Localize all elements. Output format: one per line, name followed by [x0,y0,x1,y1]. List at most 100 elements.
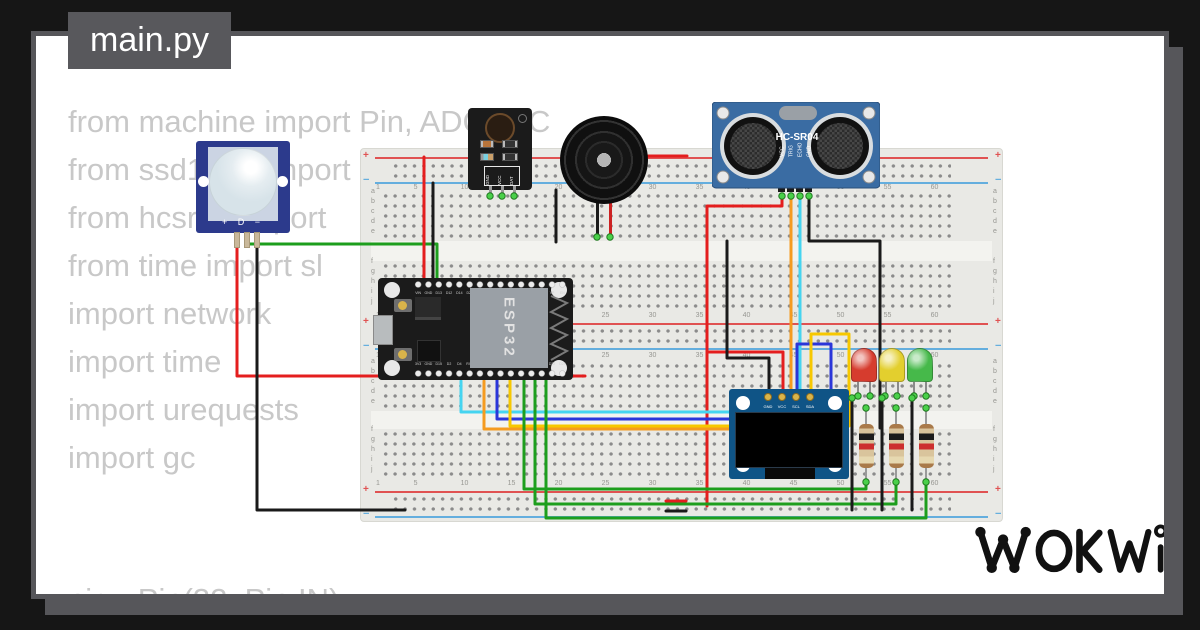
buzzer-leg-negative [596,200,599,238]
led-bulb [907,348,933,382]
oled-pin [792,393,800,401]
pir-pin-labels: + D − [221,217,264,227]
rail-minus-sign: − [363,340,370,352]
resistor[interactable] [888,408,904,482]
esp32-devkit-board[interactable]: VINGNDD13D12D14D27D26D25D33D32D35D34VNVP… [373,278,573,380]
esp32-pin-label: RX2 [465,362,475,366]
antenna-icon [548,295,570,361]
ground-rail-line [375,182,988,184]
led-red[interactable] [851,348,877,396]
esp32-pin-label: VIN [415,291,422,295]
voltage-regulator [415,297,441,320]
hc-sr04-pin-label: VCC [780,146,786,157]
pin-row-top [413,280,569,289]
hc-sr04-label: HC-SR04 [776,132,819,143]
power-rail-line [375,157,988,159]
wokwi-logo: WOKWI [971,518,1164,585]
oled-pin-label: VCC [777,404,787,409]
oled-screen [735,412,843,468]
esp32-pin-label: D22 [548,362,556,366]
esp32-module-label: ESP32 [500,297,518,359]
led-green[interactable] [907,348,933,396]
rail-plus-sign: + [995,150,1001,161]
hc-sr04-pin-label: ECHO [798,142,804,157]
pir-leg [244,232,250,248]
ssd1306-oled-display[interactable]: GND VCC SCL SDA [729,389,849,479]
screw-hole [862,106,876,120]
module-leg [501,186,504,196]
esp32-pin-label: D27 [465,291,475,295]
esp32-pin-label: D15 [435,362,442,366]
center-channel [371,241,992,261]
pin-row-bottom [413,369,569,378]
rail-plus-sign: + [995,316,1001,327]
file-tab-label: main.py [90,21,210,59]
code-line: import urequests [68,392,299,427]
esp32-pin-label: D14 [456,291,463,295]
pir-leg [254,232,260,248]
esp32-pin-label: D13 [435,291,442,295]
led-leg [869,382,871,396]
led-yellow[interactable] [879,348,905,396]
esp32-pin-label: EN [559,291,565,295]
code-line-cropped: pir = Pin(32, Pin.IN) [68,580,339,594]
esp32-pin-label: D23 [559,362,566,366]
hc-sr04-pin-label: TRIG [789,145,795,157]
screw-hole [716,170,730,184]
led-leg [857,382,859,396]
file-tab[interactable]: main.py [68,12,232,69]
oled-pin [764,393,772,401]
crystal-oscillator [779,106,817,120]
code-line: from time import sl [68,248,323,283]
boot-button[interactable] [394,348,412,361]
led-leg [885,382,887,396]
pin-header [484,166,520,186]
rail-plus-sign: + [363,316,369,327]
code-line: import gc [68,440,196,475]
oled-pin [806,393,814,401]
smd-resistor [502,153,518,161]
mounting-hole [384,360,400,376]
smd-resistor [480,140,494,148]
rail-plus-sign: + [995,484,1001,495]
module-pin-label: DAT [509,176,514,185]
rail-minus-sign: − [363,174,370,186]
oled-pin-label: GND [763,404,773,409]
sensor-icon [518,114,527,123]
resistor-body [858,424,874,468]
oled-pin [778,393,786,401]
rail-plus-sign: + [363,484,369,495]
esp32-pin-label: D2 [446,362,452,366]
en-button[interactable] [394,299,412,312]
rail-holes [391,494,951,514]
hc-sr04-pin-label: GND [807,146,813,158]
resistor-body [918,424,934,468]
transducer-left [720,113,786,179]
piezo-buzzer[interactable] [560,116,648,204]
buzzer-leg-positive [609,200,612,238]
rail-minus-sign: − [995,340,1002,352]
usb-uart-chip [417,340,441,362]
mounting-hole [736,396,750,410]
resistor[interactable] [858,408,874,482]
ground-rail-line [375,516,988,518]
rail-plus-sign: + [363,150,369,161]
led-leg [913,382,915,396]
resistor[interactable] [918,408,934,482]
oled-pin-label: SDA [805,404,815,409]
oled-pin-label: SCL [792,404,800,409]
led-bulb [879,348,905,382]
mounting-hole [384,282,400,298]
led-leg [925,382,927,396]
led-bulb [851,348,877,382]
module-pin-label: GND [485,175,490,185]
mounting-hole [198,176,209,187]
screw-hole [862,170,876,184]
pir-motion-sensor[interactable]: + D − [196,141,290,248]
